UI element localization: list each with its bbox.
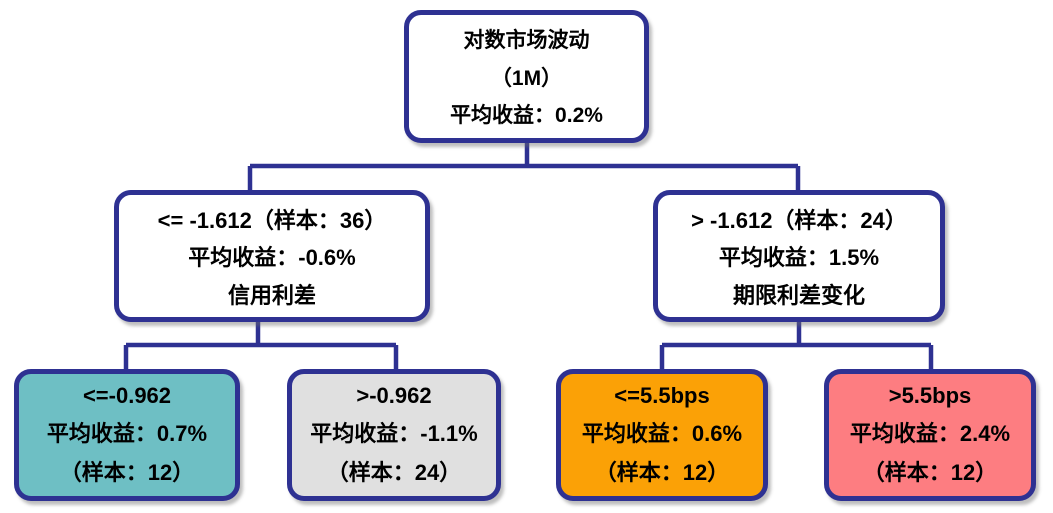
node-split-condition: <= -1.612（样本：36） <box>157 207 387 233</box>
node-next-feature: 期限利差变化 <box>732 282 865 308</box>
node-sample-count: （样本：12） <box>862 460 998 485</box>
node-mean-return: 平均收益：2.4% <box>849 421 1011 446</box>
node-split-condition: > -1.612（样本：24） <box>691 207 907 233</box>
node-mean-return: 平均收益：0.7% <box>46 421 208 446</box>
node-split-condition: >5.5bps <box>888 383 972 408</box>
node-mean-return: 平均收益：0.6% <box>581 421 743 446</box>
node-mean-return: 平均收益：1.5% <box>718 245 880 270</box>
node-title: 对数市场波动 <box>463 29 590 53</box>
node-root: 对数市场波动 （1M） 平均收益：0.2% <box>404 10 649 143</box>
node-leaf-4: >5.5bps 平均收益：2.4% （样本：12） <box>824 369 1036 501</box>
node-leaf-1: <=-0.962 平均收益：0.7% （样本：12） <box>14 369 240 501</box>
node-leaf-3: <=5.5bps 平均收益：0.6% （样本：12） <box>556 369 768 501</box>
node-sample-count: （样本：24） <box>326 460 462 485</box>
node-split-condition: >-0.962 <box>356 383 432 408</box>
node-sample-count: （样本：12） <box>59 460 195 485</box>
node-next-feature: 信用利差 <box>227 282 316 308</box>
node-split-condition: <=5.5bps <box>614 383 710 408</box>
node-branch-left: <= -1.612（样本：36） 平均收益：-0.6% 信用利差 <box>114 190 430 322</box>
node-split-condition: <=-0.962 <box>82 383 172 408</box>
node-mean-return: 平均收益：0.2% <box>450 103 603 127</box>
node-mean-return: 平均收益：-1.1% <box>310 421 478 446</box>
node-mean-return: 平均收益：-0.6% <box>188 245 356 270</box>
node-sample-count: （样本：12） <box>594 460 730 485</box>
node-title-suffix: （1M） <box>490 66 563 90</box>
node-leaf-2: >-0.962 平均收益：-1.1% （样本：24） <box>287 369 501 501</box>
node-branch-right: > -1.612（样本：24） 平均收益：1.5% 期限利差变化 <box>653 190 945 322</box>
